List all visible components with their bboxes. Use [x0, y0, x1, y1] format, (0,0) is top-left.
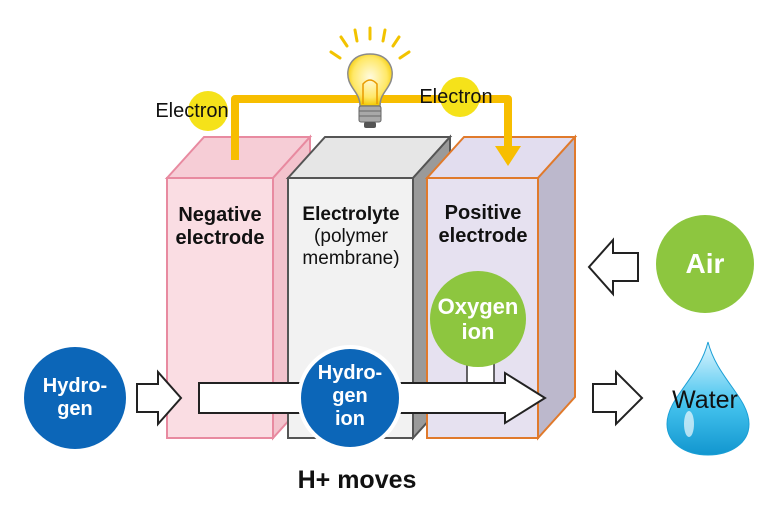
- oxygen-ion-label: Oxygen ion: [430, 294, 526, 345]
- hydrogen-circle: [24, 347, 126, 449]
- electron-label-left: Electron: [155, 100, 229, 122]
- negative-electrode-line2: electrode: [175, 227, 265, 249]
- light-bulb-icon: [329, 26, 411, 128]
- electron-label-right: Electron: [419, 86, 493, 108]
- air-arrow-left-icon: [587, 237, 639, 297]
- oxygen-ion-circle: [430, 271, 526, 367]
- electrolyte-line2: (polymer: [314, 225, 388, 247]
- water-drop-icon: [666, 341, 750, 456]
- water-label: Water: [672, 386, 738, 414]
- electrolyte-label: Electrolyte (polymer membrane): [284, 204, 418, 270]
- hydrogen-ion-line3: ion: [335, 408, 365, 430]
- air-circle: [656, 215, 754, 313]
- oxygen-ion-line2: ion: [461, 319, 495, 345]
- hydrogen-line2: gen: [57, 398, 93, 420]
- hydrogen-label: Hydro- gen: [30, 375, 120, 421]
- positive-electrode-line1: Positive: [444, 202, 522, 224]
- electron-ball-right: [440, 77, 480, 117]
- hydrogen-ion-line1: Hydro-: [317, 362, 383, 384]
- negative-electrode-line1: Negative: [178, 204, 262, 226]
- hydrogen-line1: Hydro-: [42, 375, 108, 397]
- electrolyte-line3: membrane): [302, 247, 400, 269]
- oxygen-ion-line1: Oxygen: [437, 294, 519, 319]
- air-label: Air: [685, 248, 725, 279]
- hydrogen-ion-label: Hydro- gen ion: [305, 362, 395, 431]
- caption: H+ moves: [297, 466, 417, 494]
- input-arrow-right-icon: [136, 369, 183, 427]
- positive-electrode-label: Positive electrode: [424, 202, 542, 248]
- electron-ball-left: [188, 91, 228, 131]
- hydrogen-ion-circle: [301, 349, 399, 447]
- output-arrow-right-icon: [592, 369, 644, 427]
- hydrogen-ion-line2: gen: [332, 385, 368, 407]
- negative-electrode-label: Negative electrode: [160, 204, 280, 250]
- electrolyte-title: Electrolyte: [302, 204, 400, 225]
- wire-arrow-head-icon: [495, 146, 521, 166]
- positive-electrode-line2: electrode: [438, 225, 528, 247]
